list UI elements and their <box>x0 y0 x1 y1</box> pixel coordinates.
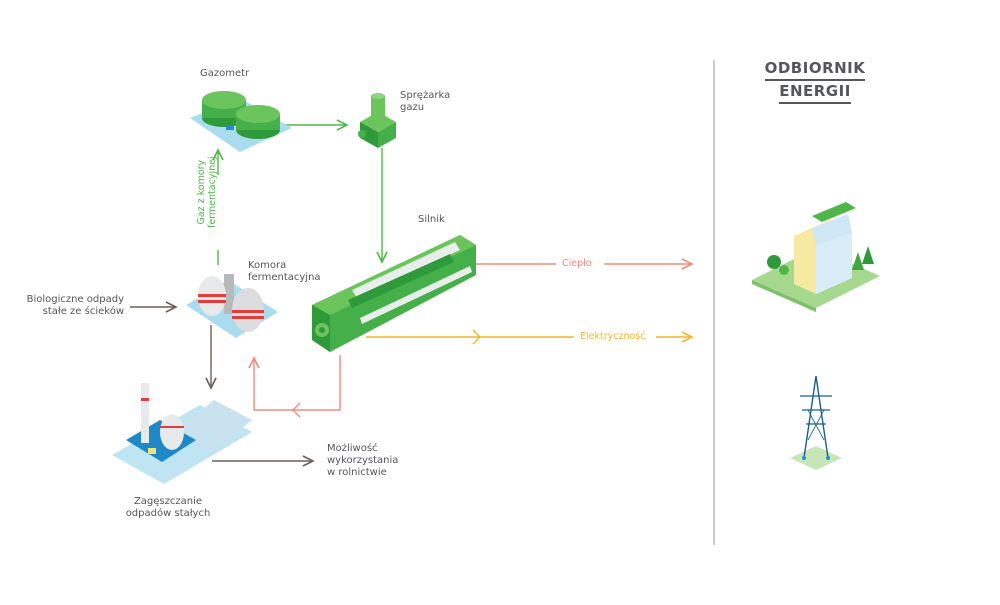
label-compressor-line-1: Sprężarka <box>400 90 451 101</box>
label-agriculture-line-1: Możliwość <box>327 443 378 454</box>
title-line-2: ENERGII <box>779 81 851 104</box>
flow-label-gas: Gaz z komory fermentacyjnej <box>196 156 218 228</box>
arrow-heat-return-mid-chevron <box>292 402 301 418</box>
flow-label-gas-line-1: Gaz z komory <box>196 159 207 225</box>
label-input-waste: Biologiczne odpady stałe ze ścieków <box>12 294 124 318</box>
label-thickening-line-2: odpadów stałych <box>125 508 211 519</box>
label-gazometr: Gazometr <box>200 68 250 79</box>
label-compressor: Sprężarka gazu <box>400 90 450 114</box>
label-agriculture-line-2: wykorzystania <box>327 455 399 466</box>
label-fermentation-line-1: Komora <box>248 260 287 271</box>
building-icon <box>752 202 880 312</box>
gas-compressor-icon <box>358 93 396 148</box>
title-line-1: ODBIORNIK <box>764 58 866 81</box>
power-pylon-icon <box>790 375 842 470</box>
gas-holder-icon <box>190 91 292 152</box>
label-agriculture-line-3: w rolnictwie <box>327 467 387 478</box>
flow-label-heat: Ciepło <box>558 258 596 269</box>
label-engine: Silnik <box>418 214 445 225</box>
energy-receiver-title: ODBIORNIK ENERGII <box>745 58 885 104</box>
label-input-line-1: Biologiczne odpady <box>26 294 124 305</box>
label-input-line-2: stałe ze ścieków <box>42 306 124 317</box>
label-fermentation-line-2: fermentacyjna <box>248 272 321 283</box>
label-thickening-line-1: Zagęszczanie <box>133 496 203 507</box>
gas-engine-icon <box>312 235 476 352</box>
label-agriculture: Możliwość wykorzystania w rolnictwie <box>327 443 398 479</box>
solids-thickening-plant-icon <box>112 383 252 484</box>
label-fermentation-chamber: Komora fermentacyjna <box>248 260 321 284</box>
label-thickening: Zagęszczanie odpadów stałych <box>108 496 228 520</box>
label-compressor-line-2: gazu <box>400 102 425 113</box>
arrow-heat-return-loop <box>254 355 341 411</box>
fermentation-chamber-icon <box>186 274 278 338</box>
arrow-electricity-mid-chevron <box>472 329 481 345</box>
flow-label-gas-line-2: fermentacyjnej <box>207 156 218 228</box>
flow-label-electricity: Elektryczność <box>576 331 650 342</box>
